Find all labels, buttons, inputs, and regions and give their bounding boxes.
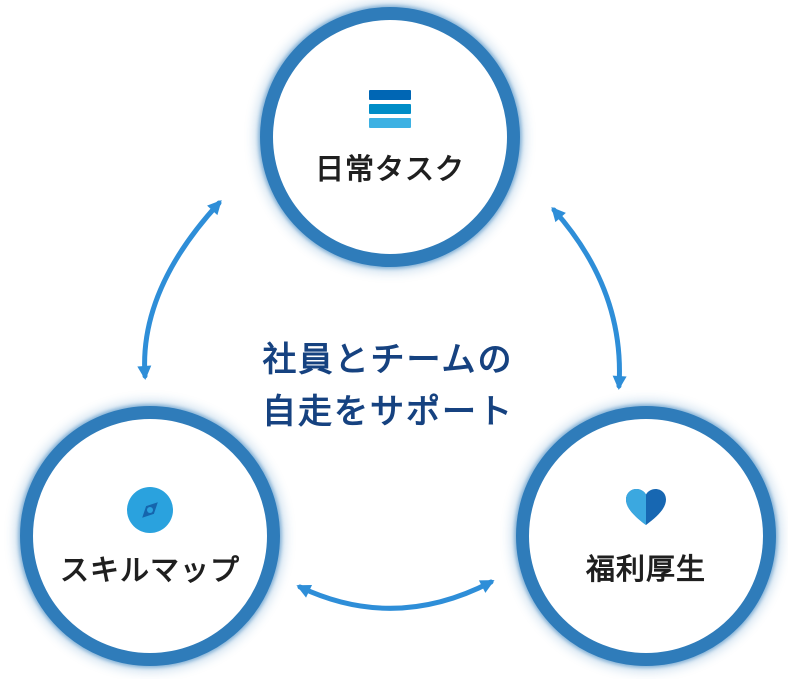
node-daily-tasks: 日常タスク [260,7,520,267]
center-caption: 社員とチームの 自走をサポート [0,334,776,438]
node-label-daily-tasks: 日常タスク [314,153,465,186]
center-caption-line1: 社員とチームの [262,341,514,379]
compass-icon [127,486,173,533]
task-list-icon [369,89,411,128]
node-welfare-benefits: 福利厚生 [516,406,776,666]
node-label-skill-map: スキルマップ [59,554,240,587]
node-skill-map: スキルマップ [20,406,280,666]
node-label-welfare-benefits: 福利厚生 [585,553,706,586]
center-caption-line2: 自走をサポート [262,393,514,431]
heart-icon [626,488,666,525]
arrow-skillmap-to-benefits [296,579,495,611]
